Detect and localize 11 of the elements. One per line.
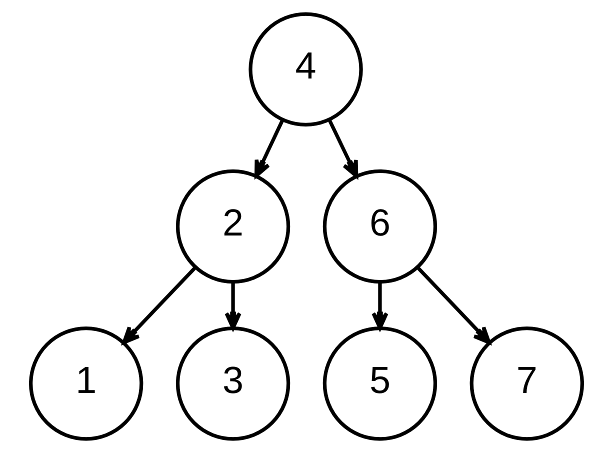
node-circle: 6 <box>322 169 437 284</box>
arrow <box>224 282 241 330</box>
arrow <box>122 266 196 344</box>
arrow <box>254 119 284 178</box>
node-circle: 5 <box>322 326 437 441</box>
arrow <box>371 282 388 330</box>
node-circle: 2 <box>175 169 290 284</box>
arrow <box>416 266 490 344</box>
node-circle: 3 <box>175 326 290 441</box>
arrow <box>327 118 358 178</box>
node-circle: 4 <box>248 12 362 126</box>
